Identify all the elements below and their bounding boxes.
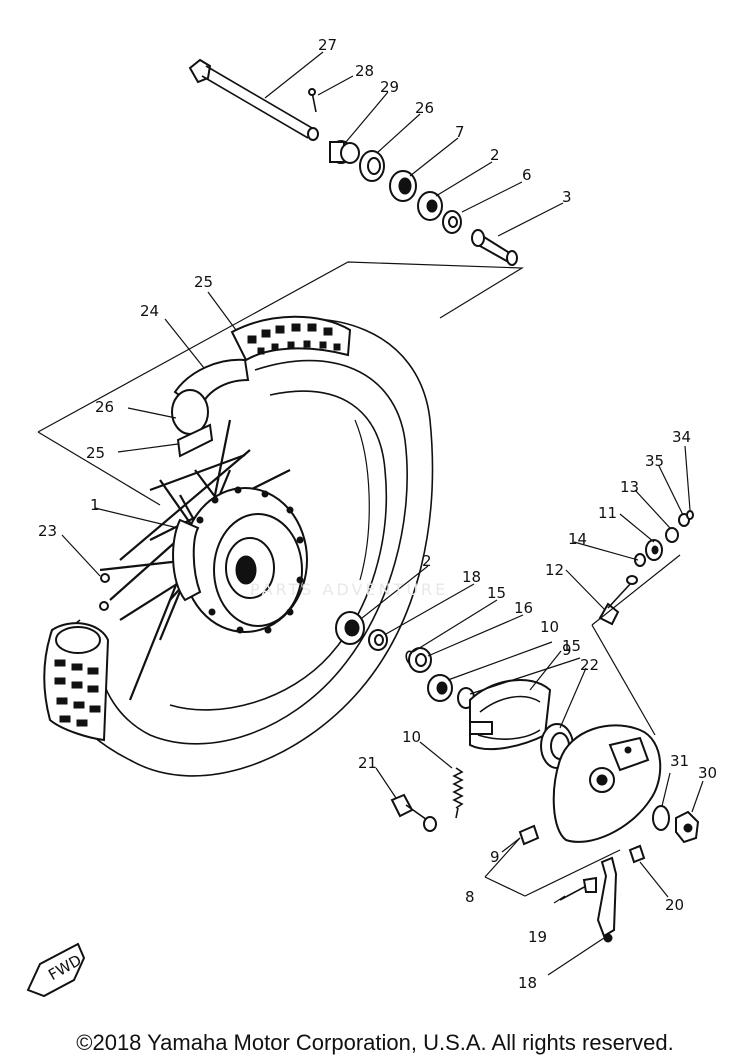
brake-lever (596, 856, 618, 943)
lever-nut (628, 844, 646, 864)
oil-seal (359, 150, 385, 182)
callout-20: 20 (665, 896, 684, 914)
spacer (471, 229, 518, 267)
callout-15-b: 15 (562, 637, 581, 655)
axle-assembly (188, 58, 518, 267)
callout-29: 27 (318, 36, 337, 54)
group-bracket-top (37, 261, 525, 506)
cotter-pin (308, 88, 317, 113)
callout-26: 25 (86, 444, 105, 462)
callout-2-top: 2 (490, 146, 500, 164)
callout-18: 18 (518, 974, 537, 992)
callout-8: 9 (562, 641, 572, 659)
cam-assembly (591, 510, 694, 736)
rim (169, 390, 388, 711)
camshaft (598, 575, 638, 626)
callout-6: 8 (465, 888, 475, 906)
callout-22: 22 (580, 656, 599, 674)
callout-21: 21 (358, 754, 377, 772)
callout-12: 12 (545, 561, 564, 579)
copyright-notice: ©2018 Yamaha Motor Corporation, U.S.A. A… (76, 1030, 674, 1055)
callout-35: 35 (645, 452, 664, 470)
callout-1: 1 (90, 496, 100, 514)
bolt (390, 793, 437, 832)
callout-27: 26 (95, 398, 114, 416)
direction-badge: FWD (26, 942, 86, 998)
oil-seal-lower (368, 629, 388, 651)
cam-bolt (559, 876, 597, 901)
hub (172, 486, 308, 634)
seal-small (518, 824, 540, 846)
callout-23: 23 (38, 522, 57, 540)
leader-lines (61, 51, 704, 976)
watermark: PARTS ADVENTURE (250, 580, 449, 599)
tire-tread-bottom (43, 622, 110, 742)
callout-16: 16 (514, 599, 533, 617)
inner-tube (171, 358, 250, 458)
cam-washer (634, 553, 646, 567)
spoke-nipples (99, 573, 110, 611)
brake-plate (552, 724, 662, 843)
callout-34: 34 (672, 428, 691, 446)
callout-13: 13 (620, 478, 639, 496)
callout-24: 25 (194, 273, 213, 291)
meter-gear (408, 647, 432, 673)
callout-3: 3 (562, 188, 572, 206)
cam-indicator (665, 527, 679, 543)
callout-10: 10 (540, 618, 559, 636)
callout-15-a: 15 (487, 584, 506, 602)
bearing (389, 170, 417, 202)
wheel-assembly (43, 315, 434, 777)
callout-25: 24 (140, 302, 159, 320)
callout-5: 7 (455, 123, 465, 141)
callout-30: 30 (698, 764, 717, 782)
collar (329, 140, 360, 164)
axle-shaft (188, 58, 319, 141)
cam-seal (645, 539, 663, 561)
callout-19: 19 (528, 928, 547, 946)
callout-33: 29 (380, 78, 399, 96)
brake-assembly (335, 611, 700, 943)
axle-washer (652, 805, 670, 831)
callout-28: 26 (415, 99, 434, 117)
callout-7: 9 (490, 848, 500, 866)
callout-14: 14 (568, 530, 587, 548)
group-bracket-cam (591, 624, 656, 736)
callout-31: 31 (670, 752, 689, 770)
callout-labels: 27 28 29 26 7 2 6 3 25 24 26 25 1 23 2 1… (38, 36, 717, 992)
callout-11-a: 11 (598, 504, 617, 522)
group-bracket-seal (484, 849, 621, 897)
cam-plate-washer (686, 510, 694, 520)
axle-nut (675, 810, 700, 844)
wheel-bearing (335, 611, 365, 645)
tire-tread-top (230, 315, 352, 362)
callout-2-lower: 2 (422, 552, 432, 570)
callout-32: 28 (355, 62, 374, 80)
spring (452, 767, 464, 819)
washer (442, 210, 462, 234)
callout-4: 6 (522, 166, 532, 184)
bearing-lower (427, 674, 453, 702)
callout-17: 18 (462, 568, 481, 586)
callout-9: 10 (402, 728, 421, 746)
spacer-flange (417, 191, 443, 221)
